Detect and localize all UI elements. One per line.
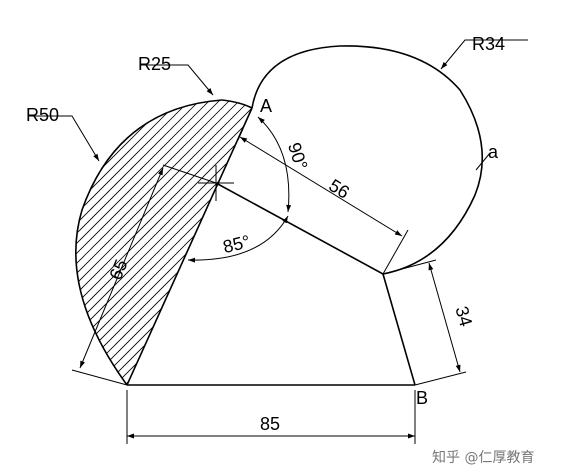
arc-a-label: a — [488, 142, 499, 162]
r25-label: R25 — [138, 54, 171, 74]
r25-arc — [221, 99, 253, 109]
inner-edge — [215, 182, 384, 275]
point-a-label: A — [260, 96, 272, 116]
dim-56-label: 56 — [325, 175, 353, 203]
dimension-34 — [382, 259, 467, 386]
angle-90-label: 90° — [284, 140, 311, 172]
dim-85-label: 85 — [260, 414, 280, 434]
point-b-label: B — [416, 388, 428, 408]
angle-85-label: 85° — [221, 231, 252, 257]
a-leader — [475, 152, 491, 171]
angle-85-arc — [187, 215, 289, 263]
r50-leader — [28, 115, 100, 162]
dim-34-label: 34 — [451, 304, 476, 329]
watermark: 知乎 @仁厚教育 — [432, 449, 534, 466]
right-edge — [382, 273, 416, 386]
angle-90-arc — [257, 116, 292, 213]
dimension-85 — [126, 390, 416, 444]
dimension-65 — [71, 164, 217, 386]
r25-leader — [140, 64, 214, 96]
r50-label: R50 — [26, 105, 59, 125]
dimension-56 — [237, 107, 409, 275]
r34-arc — [251, 45, 484, 275]
r34-leader — [440, 39, 528, 70]
r34-label: R34 — [472, 34, 505, 54]
